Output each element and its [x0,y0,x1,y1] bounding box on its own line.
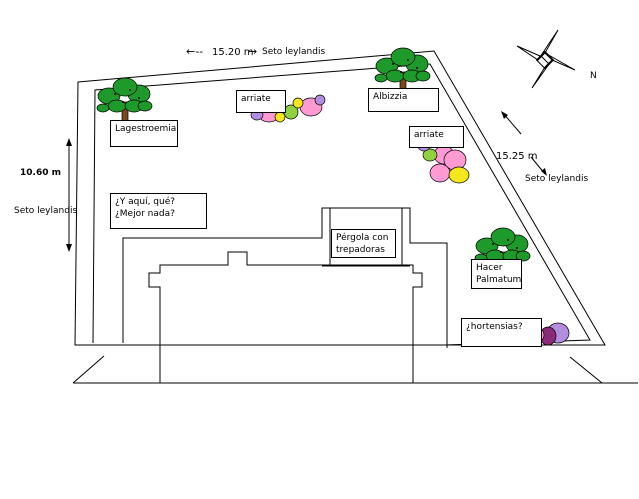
terrace-outline [122,207,448,348]
label-arriate-top-text: arriate [241,94,271,104]
label-hacer-palmatum: Hacer Palmatum [471,259,522,289]
compass-rose [516,29,576,89]
label-pergola-line2: trepadoras [336,245,385,255]
label-question-line1: ¿Y aquí, qué? [115,197,176,207]
label-albizzia: Albizzia [368,88,439,112]
label-hortensias-text: ¿hortensias? [466,322,523,332]
label-question: ¿Y aquí, qué? ¿Mejor nada? [110,193,207,229]
label-hacer-line1: Hacer [476,263,503,273]
label-pergola: Pérgola con trepadoras [331,229,396,258]
left-dimension-arrow-top [66,138,72,146]
label-albizzia-text: Albizzia [373,92,408,102]
street-corner-right [569,356,603,384]
label-arriate-right: arriate [409,126,464,148]
flowerbed-top [250,94,326,123]
right-hedge-label: Seto leylandis [525,174,589,184]
street-corner-left [72,355,105,384]
tree-lagestroemia [96,77,153,123]
north-label: N [590,71,597,81]
top-hedge-label: Seto leylandis [262,47,326,57]
right-dimension-label: 15.25 m [496,151,538,162]
house-outline [148,251,423,383]
right-dimension-arrow-bottom [541,168,547,176]
outer-boundary [74,50,606,346]
top-dimension-arrow-right: → [248,45,258,58]
label-arriate-right-text: arriate [414,130,444,140]
left-hedge-label: Seto leylandis [14,206,78,216]
label-lagestroemia-text: Lagestroemia [115,124,177,134]
label-question-line2: ¿Mejor nada? [115,209,175,219]
right-dimension-arrow-top [501,111,508,119]
label-arriate-top: arriate [236,90,286,113]
left-dimension-label: 10.60 m [20,168,61,178]
tree-albizzia [374,47,431,93]
top-dimension-arrow-left: ←-- [186,45,204,58]
label-pergola-line1: Pérgola con [336,233,389,243]
left-dimension-arrow-bottom [66,244,72,252]
label-hacer-line2: Palmatum [476,275,522,285]
top-dimension-label: 15.20 m [212,47,254,58]
label-hortensias: ¿hortensias? [461,318,542,347]
label-lagestroemia: Lagestroemia [110,120,178,147]
